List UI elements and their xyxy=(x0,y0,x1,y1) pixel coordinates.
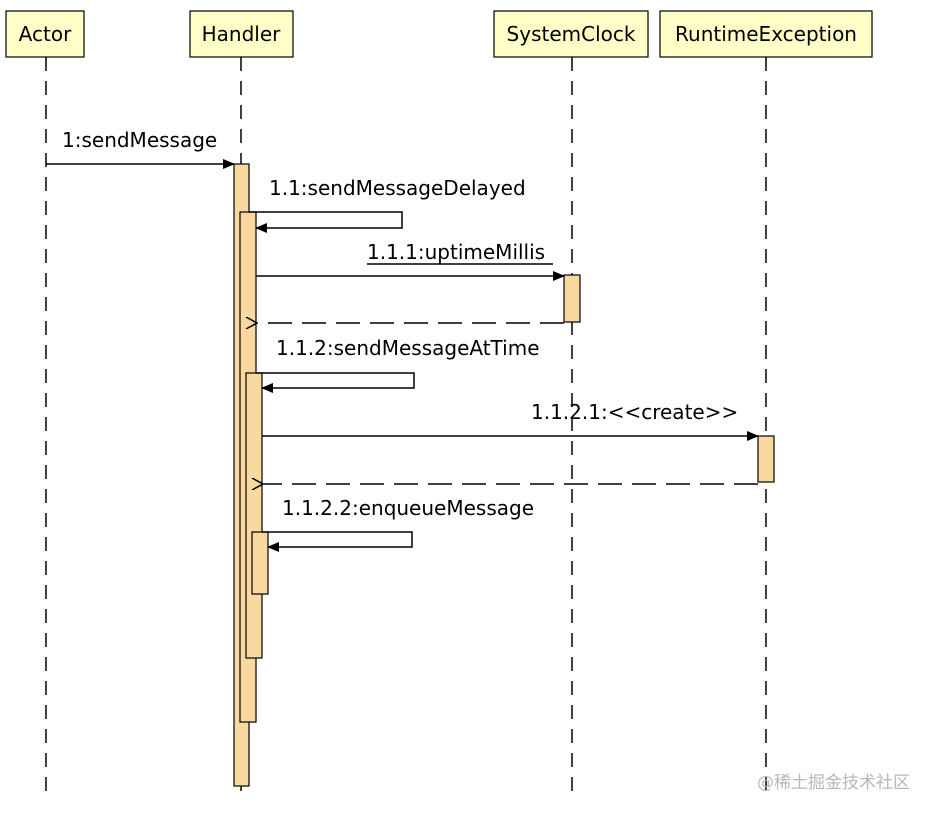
activation-runtimeexception xyxy=(757,435,775,483)
message-send-message-label: 1:sendMessage xyxy=(62,128,217,152)
message-uptime-millis[interactable]: 1.1.1:uptimeMillis xyxy=(256,240,565,323)
message-send-message[interactable]: 1:sendMessage xyxy=(46,128,235,169)
message-send-message-delayed-arrow xyxy=(249,211,403,233)
message-send-message-delayed[interactable]: 1.1:sendMessageDelayed xyxy=(249,176,526,233)
activation-handler-3 xyxy=(245,372,263,659)
activation-systemclock xyxy=(563,274,581,323)
activation-handler-4 xyxy=(251,531,269,595)
message-send-message-at-time-label: 1.1.2:sendMessageAtTime xyxy=(276,336,540,360)
message-enqueue-message-label: 1.1.2.2:enqueueMessage xyxy=(282,496,534,520)
watermark-text: @稀土掘金技术社区 xyxy=(757,773,910,793)
message-enqueue-message-arrow xyxy=(262,531,413,552)
message-send-message-at-time-arrow xyxy=(256,372,415,393)
participant-actor-label: Actor xyxy=(19,22,72,46)
participant-handler[interactable]: Handler xyxy=(189,10,294,58)
participant-runtimeexception[interactable]: RuntimeException xyxy=(659,10,873,58)
message-create-label: 1.1.2.1:<<create>> xyxy=(531,400,738,424)
message-send-message-at-time[interactable]: 1.1.2:sendMessageAtTime xyxy=(256,336,540,393)
message-enqueue-message[interactable]: 1.1.2.2:enqueueMessage xyxy=(262,496,534,552)
participant-actor[interactable]: Actor xyxy=(5,10,85,58)
participant-systemclock[interactable]: SystemClock xyxy=(493,10,649,58)
participant-runtimeexception-label: RuntimeException xyxy=(675,22,857,46)
message-send-message-delayed-label: 1.1:sendMessageDelayed xyxy=(269,176,526,200)
message-create[interactable]: 1.1.2.1:<<create>> xyxy=(262,400,759,484)
participant-handler-label: Handler xyxy=(202,22,282,46)
message-uptime-millis-label: 1.1.1:uptimeMillis xyxy=(367,240,545,264)
participant-systemclock-label: SystemClock xyxy=(507,22,636,46)
